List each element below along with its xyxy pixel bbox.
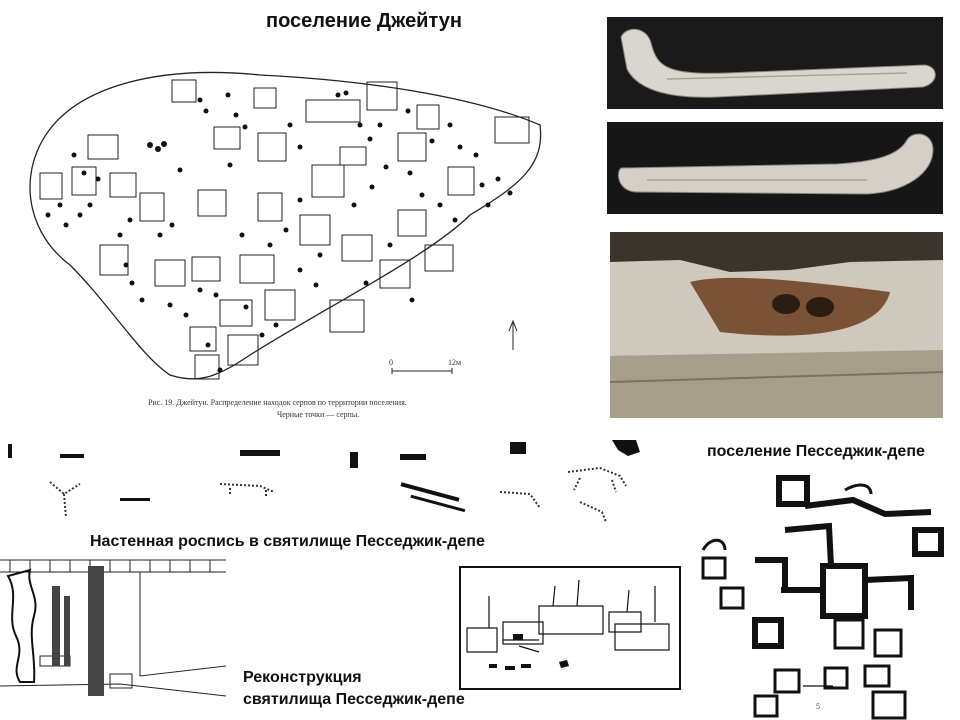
sanctuary-wall-photo: [610, 232, 943, 418]
mural-drawing: [0, 432, 655, 532]
title-pessedzhik: поселение Песседжик-депе: [707, 443, 925, 460]
map-scale-start: 0: [389, 358, 393, 367]
sanctuary-interior-drawing: [0, 556, 226, 720]
map-scale-end: 12м: [448, 358, 462, 367]
caption-mural: Настенная роспись в святилище Песседжик-…: [90, 533, 485, 550]
map-caption-line2: Черные точки — серпы.: [277, 410, 360, 419]
plan-scale-label: 5: [816, 702, 820, 711]
caption-reconstruction-line1: Реконструкция: [243, 669, 362, 686]
village-reconstruction-sketch: [459, 566, 681, 690]
title-dzheitun: поселение Джейтун: [266, 10, 462, 32]
map-caption-line1: Рис. 19. Джейтун. Распределение находок …: [148, 398, 407, 407]
dzheitun-settlement-map: [0, 55, 560, 425]
caption-reconstruction-line2: святилища Песседжик-депе: [243, 691, 465, 708]
sickle-photo-1: [607, 17, 943, 109]
sickle-photo-2: [607, 122, 943, 214]
pessedzhik-plan: [685, 470, 960, 720]
